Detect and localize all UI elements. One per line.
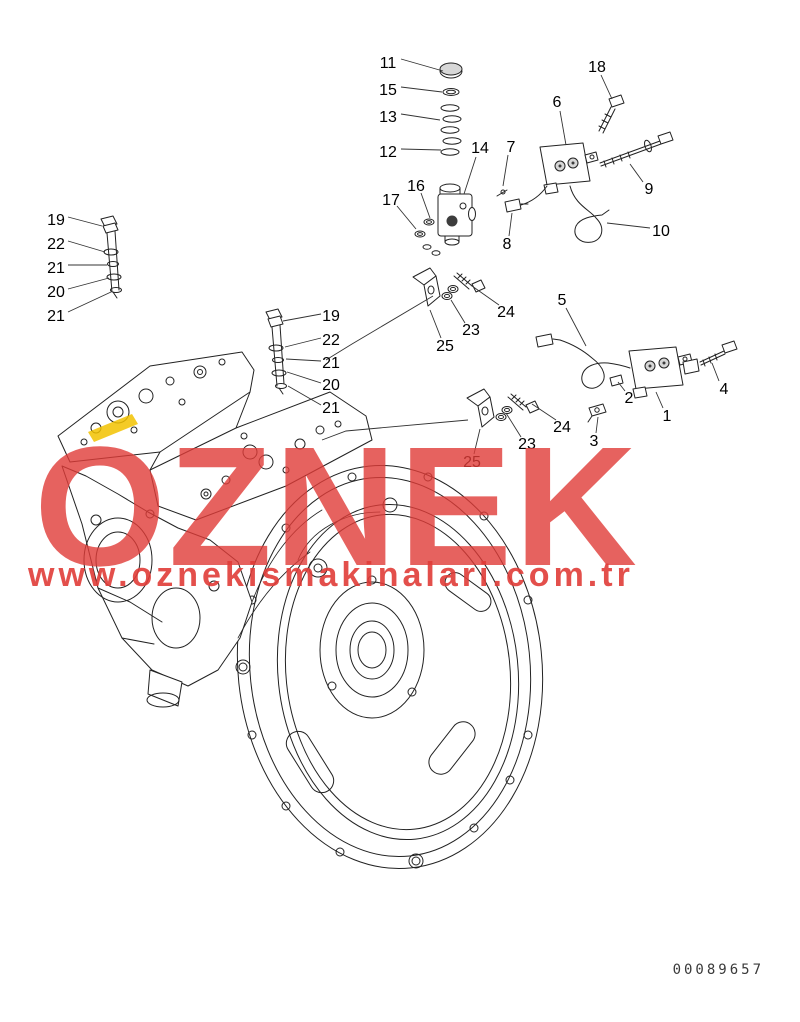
- leader-line-5: [565, 307, 587, 347]
- leader-line-21: [287, 385, 322, 406]
- callout-9: 9: [645, 181, 654, 198]
- leader-line-21: [285, 358, 322, 362]
- leader-line-18: [600, 74, 613, 100]
- callout-24: 24: [497, 304, 515, 321]
- callout-7: 7: [507, 139, 516, 156]
- leader-line-20: [286, 371, 322, 384]
- leader-line-16: [420, 192, 431, 219]
- line-art: [57, 62, 738, 870]
- doc-number: 00089657: [672, 962, 764, 978]
- leader-line-13: [400, 113, 441, 121]
- callout-21: 21: [47, 308, 65, 325]
- leader-line-23: [505, 412, 522, 438]
- leader-line-6: [559, 110, 567, 146]
- callout-15: 15: [379, 82, 397, 99]
- leader-line-2: [617, 381, 626, 392]
- pointer-line: [321, 419, 469, 441]
- callout-25: 25: [436, 338, 454, 355]
- callout-20: 20: [47, 284, 65, 301]
- callout-18: 18: [588, 59, 606, 76]
- callout-21: 21: [47, 260, 65, 277]
- callout-23: 23: [518, 436, 536, 453]
- leader-line-17: [396, 205, 417, 230]
- callout-21: 21: [322, 400, 340, 417]
- highlight-mark: [88, 414, 138, 442]
- pointer-line: [325, 295, 434, 361]
- callout-22: 22: [322, 332, 340, 349]
- leader-line-24: [471, 285, 500, 306]
- fitting-left: [100, 215, 122, 299]
- callout-3: 3: [590, 433, 599, 450]
- callout-24: 24: [553, 419, 571, 436]
- leader-line-1: [655, 391, 664, 409]
- callout-20: 20: [322, 377, 340, 394]
- solenoid-valve-upper: [496, 94, 674, 243]
- leader-line-10: [606, 222, 651, 229]
- leader-line-9: [629, 163, 644, 183]
- leader-line-3: [595, 416, 599, 434]
- callout-1: 1: [663, 408, 672, 425]
- mounting-bracket-lower: [466, 388, 540, 428]
- leader-line-8: [508, 212, 513, 237]
- leader-line-15: [400, 86, 443, 93]
- relief-valve-assembly: [414, 62, 476, 256]
- leader-line-21: [67, 291, 112, 313]
- callout-6: 6: [553, 94, 562, 111]
- callout-19: 19: [47, 212, 65, 229]
- leader-line-23: [450, 299, 466, 324]
- leader-line-19: [282, 313, 322, 322]
- callout-14: 14: [471, 140, 489, 157]
- callout-10: 10: [652, 223, 670, 240]
- callout-5: 5: [558, 292, 567, 309]
- callout-19: 19: [322, 308, 340, 325]
- leader-line-12: [400, 148, 442, 151]
- leader-line-20: [67, 277, 110, 290]
- leader-line-24: [531, 403, 557, 421]
- callout-8: 8: [503, 236, 512, 253]
- callout-2: 2: [625, 390, 634, 407]
- leader-line-19: [67, 216, 103, 227]
- leader-line-25: [473, 428, 481, 455]
- callout-11: 11: [380, 55, 397, 72]
- callout-13: 13: [379, 109, 397, 126]
- flywheel-housing: [235, 464, 544, 870]
- fitting-middle: [265, 308, 287, 395]
- solenoid-valve-lower: [535, 333, 738, 423]
- callout-4: 4: [720, 381, 729, 398]
- leader-line-22: [67, 240, 106, 253]
- leader-line-7: [502, 154, 509, 187]
- callout-21: 21: [322, 355, 340, 372]
- leader-line-22: [284, 337, 322, 348]
- leader-line-4: [711, 362, 720, 382]
- callout-16: 16: [407, 178, 425, 195]
- leader-line-11: [400, 58, 444, 72]
- leader-line-14: [463, 156, 477, 195]
- pump-body: [57, 351, 373, 708]
- callout-17: 17: [382, 192, 400, 209]
- callout-22: 22: [47, 236, 65, 253]
- callout-12: 12: [379, 144, 397, 161]
- callout-23: 23: [462, 322, 480, 339]
- callout-25: 25: [463, 454, 481, 471]
- leader-line-25: [429, 309, 442, 339]
